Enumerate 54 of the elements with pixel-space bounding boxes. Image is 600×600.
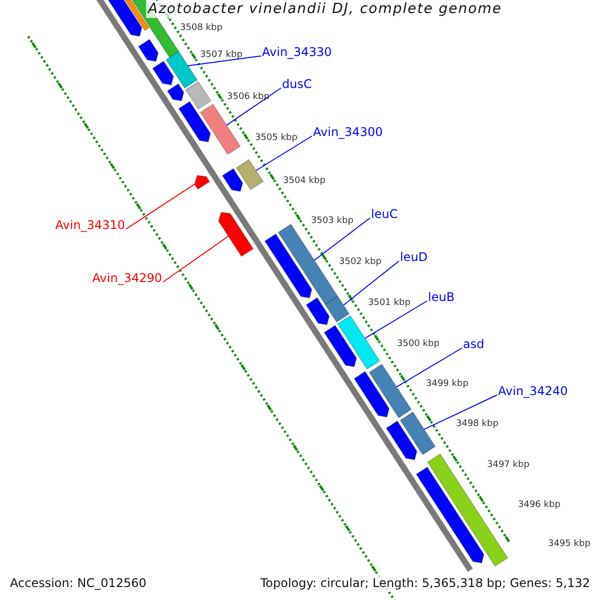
gene-segment	[368, 364, 412, 418]
scale-label: 3498 kbp	[456, 418, 498, 431]
gene-label: leuC	[371, 207, 398, 221]
scale-label: 3499 kbp	[426, 378, 468, 391]
scale-label: 3495 kbp	[548, 538, 590, 551]
gene-segment	[416, 466, 484, 564]
gene-segment	[386, 420, 418, 460]
scale-label: 3503 kbp	[311, 215, 354, 228]
leader-line	[396, 348, 462, 388]
gene-label: dusC	[282, 77, 312, 91]
leader-line	[126, 184, 196, 230]
gene-segment	[178, 100, 211, 142]
scale-label: 3500 kbp	[397, 338, 440, 351]
gene-segment	[337, 314, 380, 370]
gene-segment	[218, 212, 254, 258]
gene-segment	[278, 224, 338, 306]
gene-label: Avin_34240	[498, 384, 568, 398]
gene-segment	[138, 38, 159, 62]
gene-segment	[426, 453, 508, 567]
gene-segment	[152, 60, 174, 86]
genome-info-text: Topology: circular; Length: 5,365,318 bp; Genes: 5,132	[258, 574, 592, 592]
gene-label: Avin_34330	[262, 45, 332, 59]
scale-label: 3496 kbp	[518, 499, 560, 512]
scale-label: 3507 kbp	[200, 49, 242, 62]
gene-segment	[324, 324, 357, 368]
gene-segment	[166, 83, 184, 102]
gene-label: leuD	[400, 250, 428, 264]
leader-line	[162, 236, 229, 282]
gene-label: asd	[463, 337, 484, 351]
gene-segment	[222, 168, 244, 192]
gene-segment	[236, 158, 264, 190]
leader-line	[188, 56, 262, 66]
leader-line	[314, 218, 370, 261]
scale-label: 3508 kbp	[180, 22, 222, 35]
scale-label: 3504 kbp	[283, 175, 326, 188]
gene-segment	[264, 233, 312, 298]
gene-label: Avin_34300	[313, 125, 383, 139]
scale-label: 3501 kbp	[368, 297, 410, 310]
gene-label: leuB	[428, 290, 455, 304]
scale-label: 3506 kbp	[227, 91, 270, 104]
scale-label: 3497 kbp	[487, 459, 530, 472]
scale-label: 3502 kbp	[339, 256, 382, 269]
gene-segment	[306, 297, 330, 326]
leader-line	[256, 136, 312, 171]
gene-segment	[324, 296, 350, 323]
gene-segment	[194, 174, 210, 190]
gene-label: Avin_34310	[55, 218, 125, 232]
scale-label: 3505 kbp	[255, 132, 298, 145]
gene-segment	[400, 411, 436, 456]
gene-segment	[200, 104, 241, 156]
gene-segment	[165, 50, 198, 89]
gene-segment	[354, 370, 390, 418]
gene-label: Avin_34290	[92, 271, 162, 285]
gene-segment	[185, 80, 212, 110]
